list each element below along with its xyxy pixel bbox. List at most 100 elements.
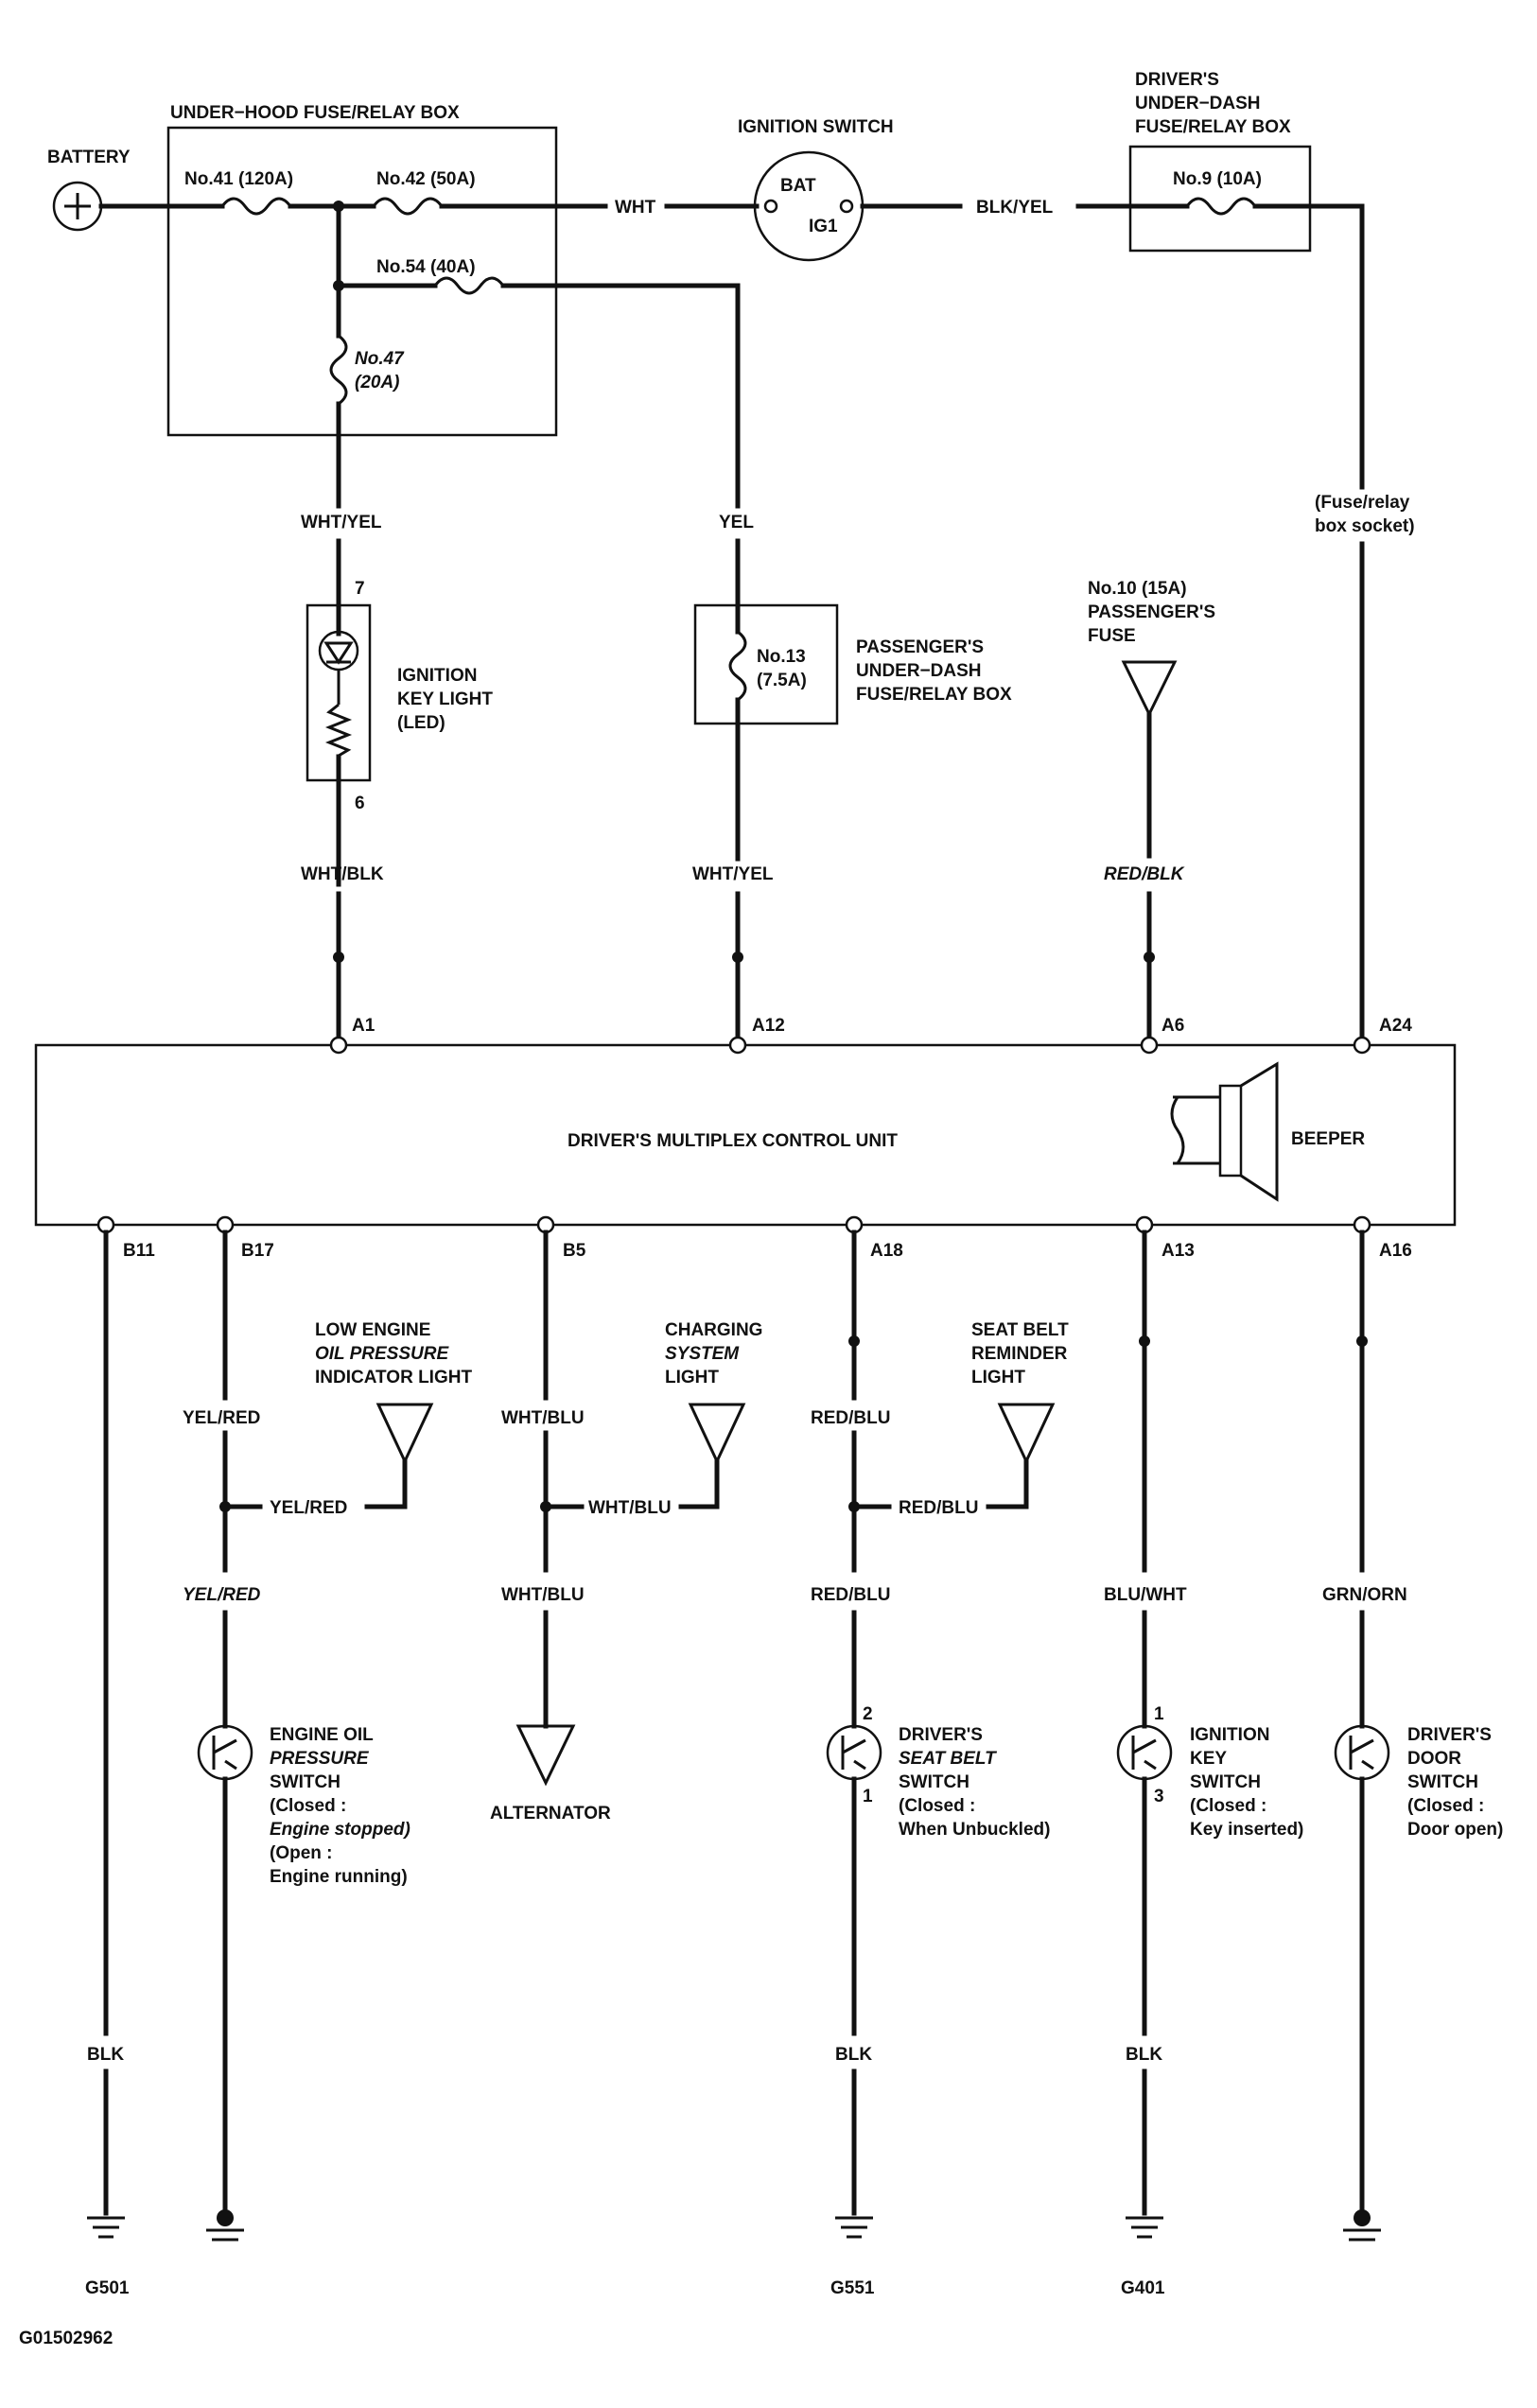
key-light-label-1: IGNITION [397, 666, 477, 686]
fuse-socket-label-1: (Fuse/relay [1315, 493, 1410, 513]
passengers-box-label-1: PASSENGER'S [856, 637, 984, 657]
wire-label-grn-orn: GRN/ORN [1322, 1585, 1407, 1605]
pin-a6: A6 [1161, 1016, 1184, 1036]
passenger-fuse-label-1: No.10 (15A) [1088, 579, 1187, 599]
oil-switch-ground-icon [206, 2228, 244, 2242]
ground-g551-icon [835, 2216, 873, 2239]
wire-label-red-blu-3: RED/BLU [811, 1585, 890, 1605]
key-switch-label-5: Key inserted) [1190, 1820, 1303, 1840]
led-pin-7: 7 [355, 579, 365, 599]
door-switch-icon [1334, 1724, 1390, 1781]
key-switch-icon [1116, 1724, 1173, 1781]
seatbelt-switch-icon [826, 1724, 882, 1781]
wire-label-red-blu-2: RED/BLU [899, 1498, 978, 1518]
passenger-fuse-icon [1121, 660, 1178, 718]
beeper-label: BEEPER [1291, 1129, 1365, 1149]
under-hood-box-label: UNDER−HOOD FUSE/RELAY BOX [170, 103, 460, 123]
oil-switch-label-6: (Open : [270, 1843, 333, 1863]
seatbelt-light-label-2: REMINDER [971, 1344, 1068, 1364]
pin-b17: B17 [241, 1241, 274, 1261]
oil-switch-ground-dot [217, 2209, 234, 2226]
ground-g401-label: G401 [1121, 2278, 1165, 2298]
fuse-54-icon [433, 276, 505, 295]
beeper-leads [1173, 1095, 1220, 1165]
key-switch-pin-3: 3 [1154, 1787, 1164, 1806]
fuse-13-icon [728, 630, 747, 702]
wire-label-blk-1: BLK [87, 2045, 124, 2065]
passengers-underdash-fuse-box [693, 603, 839, 725]
fuse-9-icon [1185, 197, 1257, 216]
fuse-47-label-2: (20A) [355, 373, 400, 393]
key-switch-label-4: (Closed : [1190, 1796, 1266, 1816]
passengers-box-label-2: UNDER−DASH [856, 661, 982, 681]
under-hood-fuse-box [166, 126, 558, 437]
fuse-9-label: No.9 (10A) [1173, 169, 1262, 189]
ground-g501-label: G501 [85, 2278, 130, 2298]
low-oil-light-label-1: LOW ENGINE [315, 1320, 430, 1340]
wire-label-wht: WHT [615, 198, 656, 218]
seatbelt-light-icon [997, 1403, 1056, 1465]
wire-label-red-blk: RED/BLK [1104, 864, 1185, 884]
wire-label-yel-red-3: YEL/RED [183, 1585, 261, 1605]
ignition-switch-label: IGNITION SWITCH [738, 117, 894, 137]
wire-label-wht-blu-3: WHT/BLU [501, 1585, 585, 1605]
oil-switch-label-7: Engine running) [270, 1867, 408, 1887]
pin-a1: A1 [352, 1016, 376, 1036]
fuse-54-label: No.54 (40A) [376, 257, 476, 277]
resistor-icon [324, 703, 353, 758]
wire-label-yel-red-1: YEL/RED [183, 1408, 260, 1428]
fuse-47-label-1: No.47 [355, 349, 405, 369]
control-unit-label: DRIVER'S MULTIPLEX CONTROL UNIT [568, 1131, 898, 1151]
seatbelt-light-label-3: LIGHT [971, 1368, 1025, 1387]
key-light-label-3: (LED) [397, 713, 445, 733]
drivers-underdash-fuse-box [1128, 145, 1312, 253]
passenger-fuse-label-3: FUSE [1088, 626, 1136, 646]
fuse-41-label: No.41 (120A) [184, 169, 293, 189]
seatbelt-light-label-1: SEAT BELT [971, 1320, 1069, 1340]
door-switch-ground-dot [1354, 2209, 1371, 2226]
key-light-label-2: KEY LIGHT [397, 689, 493, 709]
fuse-42-label: No.42 (50A) [376, 169, 476, 189]
key-switch-pin-1: 1 [1154, 1704, 1164, 1724]
wire-label-wht-yel-2: WHT/YEL [692, 864, 774, 884]
alternator-icon [515, 1724, 576, 1787]
charging-light-icon [688, 1403, 746, 1465]
oil-switch-label-1: ENGINE OIL [270, 1725, 374, 1745]
oil-switch-label-3: SWITCH [270, 1772, 341, 1792]
seatbelt-switch-label-2: SEAT BELT [899, 1749, 997, 1769]
pin-a13: A13 [1161, 1241, 1195, 1261]
wire-label-wht-yel-1: WHT/YEL [301, 513, 382, 532]
led-pin-6: 6 [355, 794, 365, 813]
fuse-42-icon [372, 197, 444, 216]
wire-label-blk-yel: BLK/YEL [976, 198, 1054, 218]
fuse-41-icon [220, 197, 292, 216]
beeper-icon [1218, 1084, 1243, 1178]
charging-light-label-1: CHARGING [665, 1320, 762, 1340]
wire-label-yel-red-2: YEL/RED [270, 1498, 347, 1518]
low-oil-light-label-2: OIL PRESSURE [315, 1344, 449, 1364]
ignition-ig1-label: IG1 [809, 217, 838, 236]
door-switch-label-2: DOOR [1407, 1749, 1461, 1769]
pin-a12: A12 [752, 1016, 785, 1036]
pin-b5: B5 [563, 1241, 586, 1261]
key-switch-label-1: IGNITION [1190, 1725, 1269, 1745]
figure-id: G01502962 [19, 2329, 113, 2348]
charging-light-label-2: SYSTEM [665, 1344, 740, 1364]
charging-light-label-3: LIGHT [665, 1368, 719, 1387]
door-switch-ground-icon [1343, 2228, 1381, 2242]
pin-a24: A24 [1379, 1016, 1412, 1036]
wire-label-blk-3: BLK [1126, 2045, 1162, 2065]
ignition-bat-label: BAT [780, 176, 816, 196]
seatbelt-switch-label-3: SWITCH [899, 1772, 969, 1792]
seatbelt-pin-2: 2 [863, 1704, 873, 1724]
ground-g551-label: G551 [830, 2278, 875, 2298]
drivers-box-label-1: DRIVER'S [1135, 70, 1219, 90]
low-oil-light-label-3: INDICATOR LIGHT [315, 1368, 472, 1387]
wire-label-blk-2: BLK [835, 2045, 872, 2065]
wire-label-yel: YEL [719, 513, 754, 532]
door-switch-label-1: DRIVER'S [1407, 1725, 1492, 1745]
key-switch-label-2: KEY [1190, 1749, 1227, 1769]
oil-switch-icon [197, 1724, 253, 1781]
ground-g401-icon [1126, 2216, 1163, 2239]
